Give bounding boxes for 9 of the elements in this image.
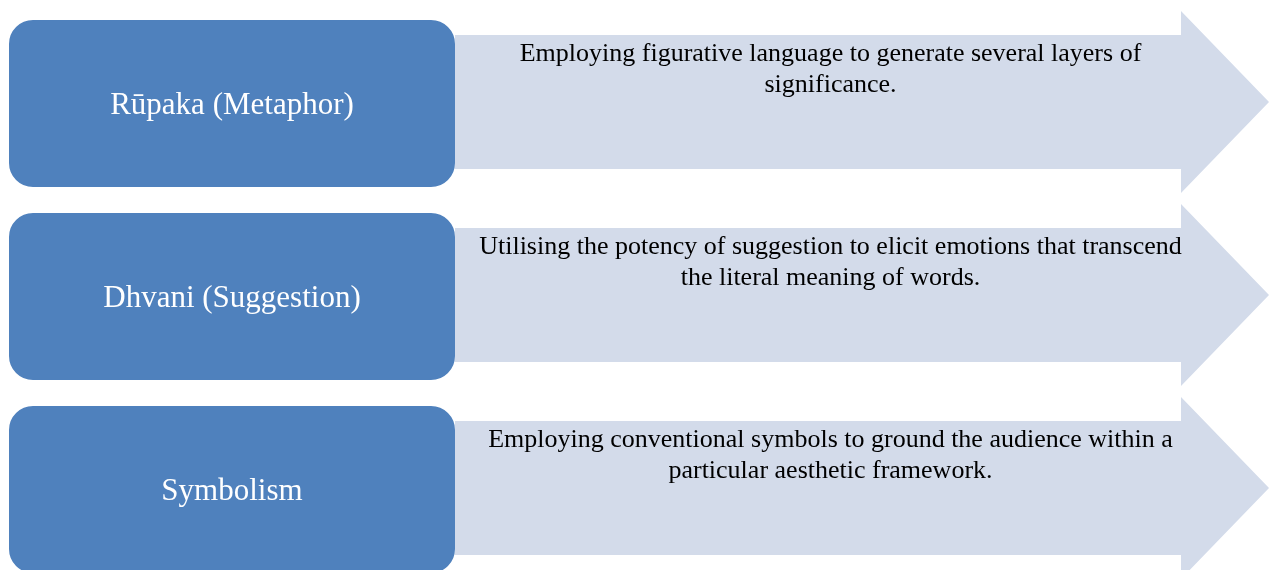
- category-box: [7, 211, 457, 382]
- description-text: Employing figurative language to generate several layers of significance.: [518, 37, 1143, 99]
- description-text: Utilising the potency of suggestion to elicit emotions that transcend the literal meaning of words.: [478, 230, 1183, 292]
- category-label: Dhvani (Suggestion): [103, 278, 361, 315]
- category-box: [7, 18, 457, 189]
- category-label: Rūpaka (Metaphor): [110, 85, 354, 122]
- category-label: Symbolism: [161, 471, 303, 508]
- category-box: [7, 404, 457, 570]
- description-text: Employing conventional symbols to ground the audience within a particular aesthetic framework.: [487, 423, 1174, 485]
